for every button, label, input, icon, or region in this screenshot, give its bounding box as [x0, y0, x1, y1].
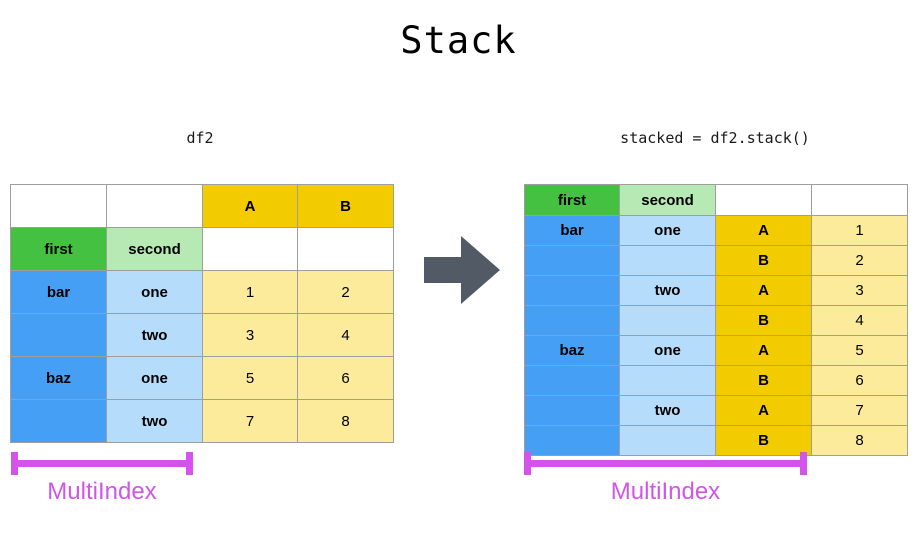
- bracket-cap-left: [11, 452, 18, 475]
- cell-blank-1: [202, 227, 298, 271]
- index-level-1: B: [715, 245, 812, 276]
- index-first-2: baz: [10, 356, 107, 400]
- value-6: 7: [811, 395, 908, 426]
- index-second-0: one: [619, 215, 716, 246]
- value-0: 1: [811, 215, 908, 246]
- page-title: Stack: [400, 19, 517, 62]
- index-second-0: one: [106, 270, 203, 314]
- value-a-0: 1: [202, 270, 298, 314]
- index-level-5: B: [715, 365, 812, 396]
- table-row: two A 3: [524, 275, 908, 306]
- value-a-2: 5: [202, 356, 298, 400]
- index-second-2: one: [106, 356, 203, 400]
- value-a-1: 3: [202, 313, 298, 357]
- table-row: baz one 5 6: [10, 356, 394, 400]
- column-header-a: A: [202, 184, 298, 228]
- value-b-0: 2: [297, 270, 394, 314]
- index-first-2: [524, 275, 620, 306]
- index-name-second: second: [106, 227, 203, 271]
- index-second-5: [619, 365, 716, 396]
- table-row: two 7 8: [10, 399, 394, 443]
- table-row: bar one 1 2: [10, 270, 394, 314]
- index-name-second: second: [619, 184, 716, 216]
- index-second-3: [619, 305, 716, 336]
- table-row: B 6: [524, 365, 908, 396]
- dataframe-df2: A B first second bar one 1 2 two 3 4: [10, 184, 394, 443]
- cell-blank-2: [297, 227, 394, 271]
- table-row: B 4: [524, 305, 908, 336]
- value-5: 6: [811, 365, 908, 396]
- index-level-2: A: [715, 275, 812, 306]
- multiindex-label-left: MultiIndex: [47, 478, 157, 505]
- index-level-6: A: [715, 395, 812, 426]
- index-level-3: B: [715, 305, 812, 336]
- table-row-columns-header: A B: [10, 184, 394, 228]
- index-level-0: A: [715, 215, 812, 246]
- index-first-4: baz: [524, 335, 620, 366]
- index-first-3: [524, 305, 620, 336]
- value-3: 4: [811, 305, 908, 336]
- table-row: two 3 4: [10, 313, 394, 357]
- bracket-bar: [11, 460, 193, 467]
- bracket-bar: [524, 460, 807, 467]
- column-header-b: B: [297, 184, 394, 228]
- index-level-7: B: [715, 425, 812, 456]
- value-a-3: 7: [202, 399, 298, 443]
- index-second-1: [619, 245, 716, 276]
- value-b-1: 4: [297, 313, 394, 357]
- index-first-3: [10, 399, 107, 443]
- cell-blank-tl: [10, 184, 107, 228]
- right-table-caption: stacked = df2.stack(): [620, 129, 810, 147]
- index-second-3: two: [106, 399, 203, 443]
- index-first-1: [10, 313, 107, 357]
- index-first-5: [524, 365, 620, 396]
- value-2: 3: [811, 275, 908, 306]
- multiindex-bracket-right: [524, 452, 807, 475]
- value-column-header: [811, 184, 908, 216]
- index-first-7: [524, 425, 620, 456]
- cell-blank-tl2: [106, 184, 203, 228]
- table-row-index-names: first second: [524, 184, 908, 216]
- index-second-1: two: [106, 313, 203, 357]
- index-name-first: first: [524, 184, 620, 216]
- index-second-6: two: [619, 395, 716, 426]
- index-first-1: [524, 245, 620, 276]
- dataframe-stacked: first second bar one A 1 B 2 two A: [524, 184, 908, 456]
- table-row-index-names: first second: [10, 227, 394, 271]
- index-name-first: first: [10, 227, 107, 271]
- value-b-2: 6: [297, 356, 394, 400]
- index-name-third: [715, 184, 812, 216]
- index-second-7: [619, 425, 716, 456]
- index-first-0: bar: [10, 270, 107, 314]
- bracket-cap-left: [524, 452, 531, 475]
- right-arrow-icon: [424, 236, 500, 304]
- index-first-0: bar: [524, 215, 620, 246]
- bracket-cap-right: [800, 452, 807, 475]
- bracket-cap-right: [186, 452, 193, 475]
- value-7: 8: [811, 425, 908, 456]
- table-row: baz one A 5: [524, 335, 908, 366]
- multiindex-label-right: MultiIndex: [610, 478, 721, 505]
- index-level-4: A: [715, 335, 812, 366]
- table-row: B 8: [524, 425, 908, 456]
- table-row: B 2: [524, 245, 908, 276]
- table-row: two A 7: [524, 395, 908, 426]
- left-table-caption: df2: [186, 129, 214, 147]
- value-4: 5: [811, 335, 908, 366]
- index-first-6: [524, 395, 620, 426]
- index-second-2: two: [619, 275, 716, 306]
- multiindex-bracket-left: [11, 452, 193, 475]
- index-second-4: one: [619, 335, 716, 366]
- table-row: bar one A 1: [524, 215, 908, 246]
- value-1: 2: [811, 245, 908, 276]
- value-b-3: 8: [297, 399, 394, 443]
